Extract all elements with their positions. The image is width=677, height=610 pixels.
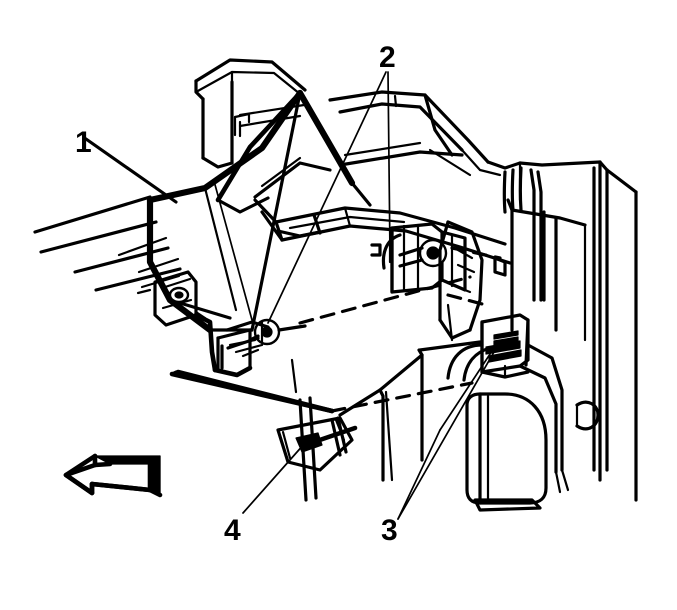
right-slanted-strut — [438, 220, 507, 340]
leader-line-3b — [439, 347, 495, 431]
bottom-right-rounded-panel — [465, 392, 548, 512]
leader-line-4 — [242, 442, 306, 514]
top-right-arm — [328, 90, 522, 177]
upper-duct-assembly — [194, 58, 307, 169]
retaining-clip-part-4 — [276, 416, 358, 472]
left-louver-lines — [33, 195, 182, 292]
direction-arrow — [63, 453, 163, 498]
flexible-boot — [502, 166, 523, 214]
callout-labels: 1 2 3 4 — [75, 41, 398, 547]
upper-center-brace — [215, 89, 372, 214]
lower-frame-lines — [338, 303, 482, 482]
lower-central-bracket — [193, 312, 270, 378]
callout-3-label: 3 — [381, 514, 398, 547]
lower-left-edges — [290, 358, 318, 502]
callout-4-label: 4 — [224, 514, 241, 547]
callout-1-label: 1 — [75, 126, 92, 159]
leader-line-3a — [397, 344, 499, 520]
right-body-panel — [506, 160, 638, 502]
lower-v-guide — [169, 369, 335, 414]
leader-line-2b — [267, 71, 387, 324]
leader-line-1 — [84, 137, 178, 204]
leader-lines — [84, 71, 499, 520]
leader-line-2a — [387, 71, 391, 256]
callout-2-label: 2 — [379, 41, 396, 74]
leader-line-3c — [397, 429, 441, 520]
